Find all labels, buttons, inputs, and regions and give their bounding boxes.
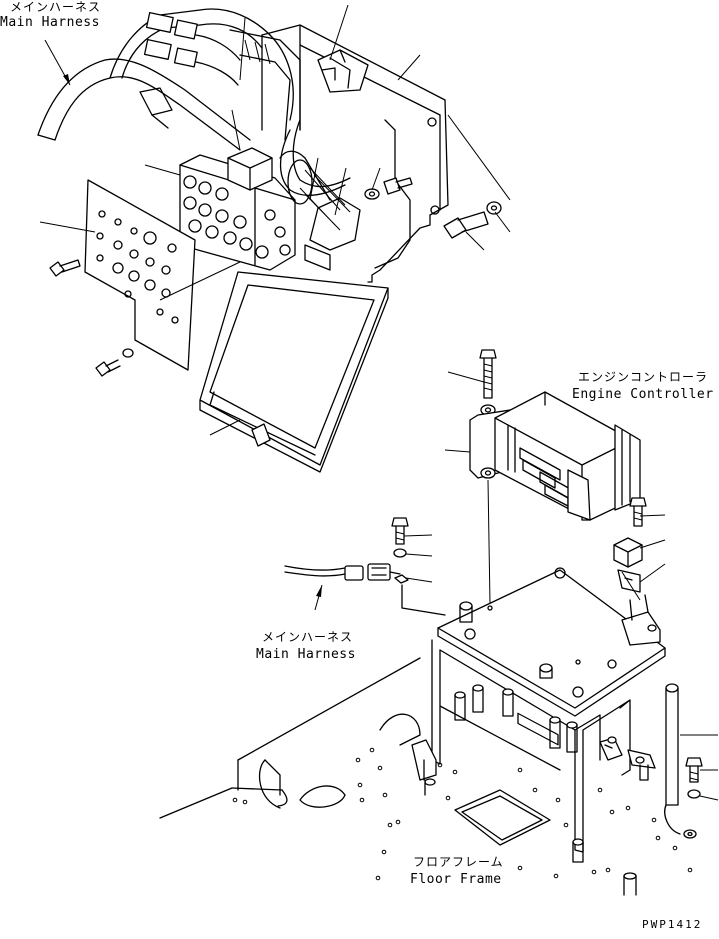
bolt-mid	[391, 517, 409, 558]
connector-pair-top	[143, 12, 241, 86]
engine-controller	[469, 391, 641, 746]
main-harness-cable-top	[37, 8, 271, 151]
main-harness-top-jp-label: メインハーネス	[10, 0, 102, 14]
foot-right	[572, 736, 656, 863]
screw-plate-bottom	[95, 348, 134, 377]
foot-left	[411, 739, 437, 796]
controller-mount-bolt	[479, 349, 497, 416]
floor-frame-holes	[232, 747, 693, 881]
clip-mid	[394, 574, 446, 616]
floor-frame-en-label: Floor Frame	[410, 872, 502, 887]
cable-bundle	[229, 29, 301, 141]
floor-frame	[159, 657, 637, 896]
base-bracket-right	[621, 594, 661, 646]
relay	[613, 537, 643, 593]
controller-washer-lower	[480, 467, 496, 479]
tray-frame	[199, 271, 389, 473]
wire-fan	[279, 150, 361, 271]
main-harness-top-en-label: Main Harness	[0, 15, 100, 30]
connector-block-cluster	[179, 147, 296, 271]
standoff-base	[459, 601, 473, 623]
guide-line-controller	[487, 479, 491, 605]
engine-controller-en-label: Engine Controller	[572, 387, 714, 402]
bolt-washer-large	[443, 201, 502, 239]
bolt-right-controller	[629, 497, 647, 527]
drawing-code-label: PWP1412	[642, 918, 703, 931]
main-harness-cable-mid	[284, 563, 401, 581]
base-plate	[437, 567, 666, 717]
harness-bracket	[261, 24, 449, 283]
perforated-plate	[84, 179, 196, 371]
tall-post	[664, 683, 681, 835]
floor-frame-jp-label: フロアフレーム	[413, 855, 504, 869]
main-harness-mid-en-label: Main Harness	[256, 647, 356, 662]
main-harness-mid-jp-label: メインハーネス	[262, 630, 354, 644]
cable-loop	[279, 119, 351, 197]
engine-controller-jp-label: エンジンコントローラ	[578, 370, 709, 384]
stand-pins	[454, 684, 578, 753]
leader-lines	[39, 4, 719, 801]
washer-bolt-top-right	[364, 177, 413, 200]
screw-plate-left	[49, 259, 81, 277]
harness-clamp	[317, 49, 369, 93]
bolt-washer-right-lower	[683, 757, 703, 839]
